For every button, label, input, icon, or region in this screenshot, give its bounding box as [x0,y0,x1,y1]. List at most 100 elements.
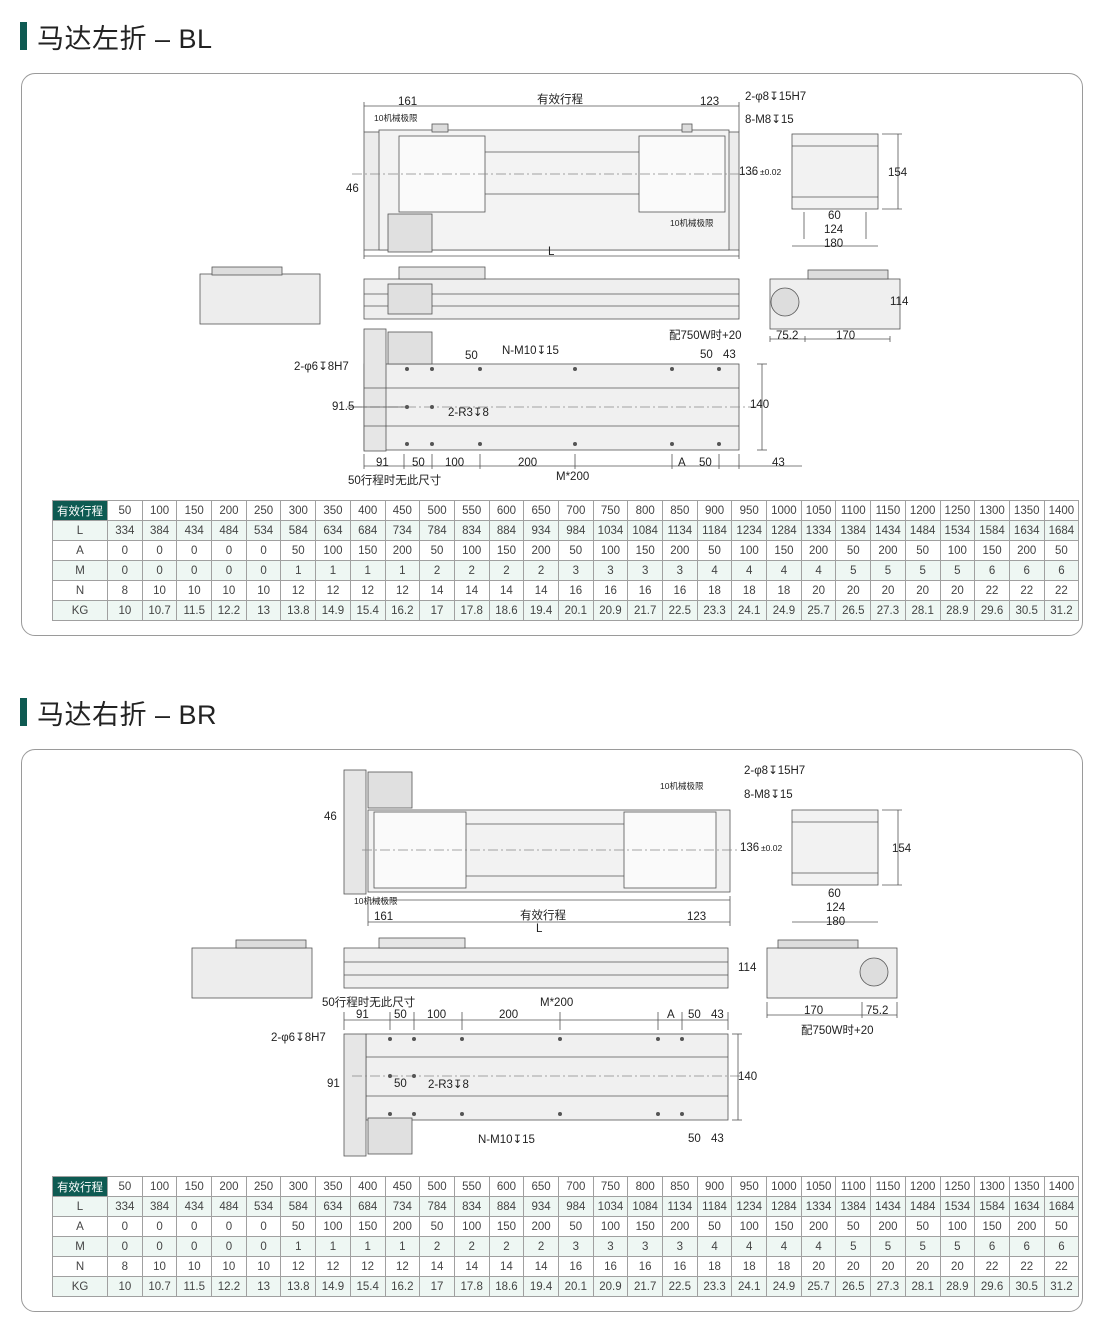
dim-m200: M*200 [556,471,589,483]
table-cell: 1684 [1043,1196,1080,1217]
row-header-cell: 有效行程 [52,1176,108,1197]
table-cell: 834 [453,1196,490,1217]
row-label-cell: KG [52,1276,108,1297]
table-cell: 150 [488,1216,525,1237]
table-cell: 1634 [1008,1196,1045,1217]
table-cell: 20.1 [557,1276,594,1297]
table-cell: 0 [245,540,282,561]
table-cell: 200 [384,540,421,561]
table-cell: 20.9 [592,1276,629,1297]
table-cell: 18.6 [488,1276,525,1297]
table-cell: 50 [835,540,872,561]
table-cell: 20 [939,580,976,601]
dim-91-b: 91 [327,1078,340,1090]
dim-43-a: 43 [711,1009,724,1021]
table-cell: 150 [349,540,386,561]
table-cell: 14 [488,580,525,601]
table-cell: 22 [1043,1256,1080,1277]
table-cell: 0 [107,1236,143,1257]
table-cell: 16 [592,580,629,601]
table-cell: 31.2 [1043,1276,1080,1297]
table-cell: 934 [523,520,559,541]
table-cell: 0 [211,540,247,561]
table-cell: 500 [419,1176,455,1197]
table-cell: 16 [662,1256,698,1277]
technical-drawing-br: 46 10机械极限 10机械极限 161 有效行程 123 L 2-φ8↧15H… [191,765,912,1157]
table-cell: 10 [211,580,247,601]
table-cell: 1 [280,1236,317,1257]
dim-161: 161 [374,911,393,923]
table-cell: 10 [141,1256,178,1277]
table-cell: 1 [280,560,317,581]
table-cell: 584 [280,520,317,541]
holes-label-1: 2-φ8↧15H7 [744,765,805,777]
table-cell: 150 [488,540,525,561]
table-cell: 16 [557,580,594,601]
table-cell: 1384 [835,1196,872,1217]
table-cell: 150 [176,500,213,521]
dim-50-c: 50 [412,457,425,469]
table-cell: 13.8 [280,1276,317,1297]
table-cell: 0 [107,540,143,561]
table-cell: 1334 [800,1196,837,1217]
table-cell: 434 [176,1196,213,1217]
table-cell: 1250 [939,1176,976,1197]
table-cell: 0 [176,1236,213,1257]
dim-200: 200 [518,457,537,469]
table-cell: 500 [419,500,455,521]
table-cell: 850 [662,500,698,521]
table-cell: 29.6 [974,1276,1010,1297]
table-cell: 4 [766,1236,802,1257]
table-cell: 50 [280,1216,317,1237]
table-cell: 950 [731,1176,768,1197]
dim-124: 124 [824,224,844,236]
table-cell: 1400 [1043,500,1080,521]
table-cell: 18 [731,580,768,601]
table-cell: 1 [315,1236,351,1257]
table-cell: 1234 [731,520,768,541]
dim-46: 46 [324,811,337,823]
table-cell: 1584 [974,520,1010,541]
table-cell: 4 [800,560,837,581]
table-cell: 4 [800,1236,837,1257]
table-cell: 1400 [1043,1176,1080,1197]
table-cell: 650 [523,1176,559,1197]
table-cell: 17 [419,1276,455,1297]
table-cell: 150 [349,1216,386,1237]
table-cell: 13.8 [280,600,317,621]
table-cell: 450 [384,500,421,521]
section-title-text: 马达右折 – BR [37,699,218,730]
table-cell: 934 [523,1196,559,1217]
table-cell: 100 [939,540,976,561]
table-cell: 25.7 [800,1276,837,1297]
table-cell: 584 [280,1196,317,1217]
table-cell: 50 [696,540,733,561]
table-cell: 18 [766,580,802,601]
table-cell: 14 [523,580,559,601]
table-cell: 50 [107,500,143,521]
table-cell: 24.1 [731,600,768,621]
table-cell: 2 [419,1236,455,1257]
table-cell: 50 [557,1216,594,1237]
table-cell: 18 [696,1256,733,1277]
table-cell: 18 [696,580,733,601]
table-cell: 1 [384,560,421,581]
row-label-cell: N [52,1256,108,1277]
table-cell: 31.2 [1043,600,1080,621]
table-cell: 534 [245,520,282,541]
table-cell: 950 [731,500,768,521]
table-cell: 1184 [696,1196,733,1217]
table-cell: 484 [211,520,247,541]
table-cell: 150 [974,1216,1010,1237]
table-cell: 2 [523,560,559,581]
table-cell: 400 [349,500,386,521]
table-cell: 1050 [800,1176,837,1197]
table-cell: 0 [176,1216,213,1237]
table-cell: 684 [349,1196,386,1217]
row-label-cell: A [52,540,108,561]
table-cell: 484 [211,1196,247,1217]
table-cell: 100 [592,1216,629,1237]
table-cell: 1034 [592,1196,629,1217]
table-cell: 1084 [627,520,663,541]
